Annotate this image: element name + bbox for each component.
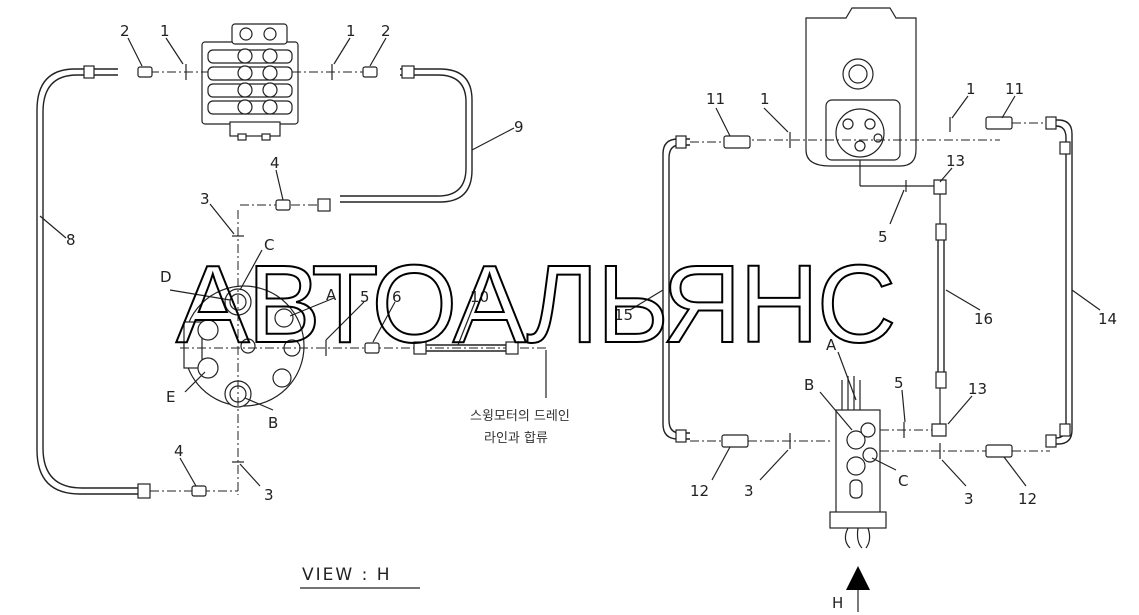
label-1: 1	[966, 80, 976, 98]
fitting-12-right	[985, 444, 1013, 458]
label-10: 10	[470, 288, 489, 306]
label-2: 2	[120, 22, 130, 40]
label-3: 3	[964, 490, 974, 508]
label-4: 4	[174, 442, 184, 460]
elbow-13-upper	[933, 179, 947, 195]
watermark-text: АВТОАЛЬЯНС	[176, 243, 894, 366]
fitting-11-left	[723, 135, 751, 149]
port-label-a: A	[326, 286, 337, 304]
label-14: 14	[1098, 310, 1117, 328]
fitting-11-right	[985, 116, 1013, 130]
port-label-b: B	[268, 414, 278, 432]
port-label-c: C	[898, 472, 908, 490]
hose-8	[36, 65, 151, 499]
label-3: 3	[744, 482, 754, 500]
hose-10	[413, 341, 519, 355]
label-8: 8	[66, 231, 76, 249]
label-1: 1	[760, 90, 770, 108]
label-3: 3	[200, 190, 210, 208]
drain-note-line2: 라인과 합류	[484, 431, 548, 446]
drain-note-line1: 스윙모터의 드레인	[470, 408, 570, 424]
label-16: 16	[974, 310, 993, 328]
hose-14	[1045, 116, 1073, 448]
view-title: VIEW : H	[302, 565, 392, 585]
elbow-13-lower	[931, 423, 947, 437]
motor-housing	[805, 7, 917, 167]
port-label-b: B	[804, 376, 814, 394]
hose-9	[317, 65, 473, 212]
port-label-c: C	[264, 236, 274, 254]
label-11: 11	[706, 90, 725, 108]
label-4: 4	[270, 154, 280, 172]
view-arrow-h	[846, 566, 870, 612]
control-valve-block	[201, 23, 299, 141]
label-5: 5	[360, 288, 370, 306]
fitting-4-upper	[275, 199, 291, 211]
label-9: 9	[514, 118, 524, 136]
port-label-a: A	[826, 336, 837, 354]
label-6: 6	[392, 288, 402, 306]
fitting-4-lower	[191, 485, 207, 497]
label-5: 5	[894, 374, 904, 392]
part-number-labels: 2 1 1 2 9 4 3 8 5 6 10 4 3 11 1 1 11 13 …	[66, 22, 1117, 508]
port-labels: C D A E B A B C	[160, 236, 908, 490]
view-arrow-label: H	[832, 594, 843, 612]
fitting-6	[364, 342, 380, 354]
label-2: 2	[381, 22, 391, 40]
swivel-joint-face	[183, 285, 305, 408]
swivel-block	[829, 376, 887, 549]
label-11: 11	[1005, 80, 1024, 98]
port-label-e: E	[166, 388, 175, 406]
label-3: 3	[264, 486, 274, 504]
label-12: 12	[1018, 490, 1037, 508]
hose-15	[662, 135, 690, 443]
label-12: 12	[690, 482, 709, 500]
label-1: 1	[160, 22, 170, 40]
fitting-12-left	[721, 434, 749, 448]
hose-16	[935, 223, 947, 389]
label-5: 5	[878, 228, 888, 246]
label-13: 13	[968, 380, 987, 398]
fitting-2-right	[362, 66, 378, 78]
label-1: 1	[346, 22, 356, 40]
label-13: 13	[946, 152, 965, 170]
port-label-d: D	[160, 268, 172, 286]
label-15: 15	[614, 306, 633, 324]
fitting-2-left	[137, 66, 153, 78]
